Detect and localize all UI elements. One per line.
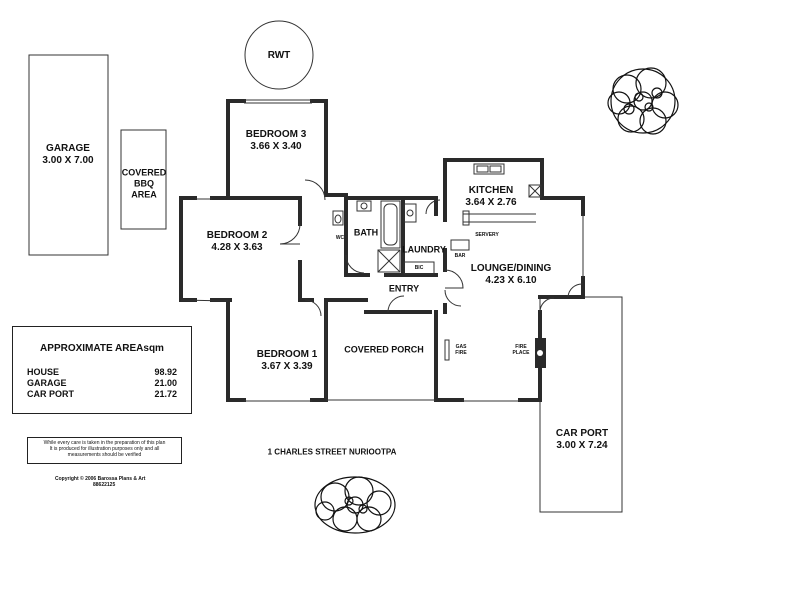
bic-label: BIC [414,265,424,271]
laundry-label: LAUNDRY [402,244,446,255]
rwt-tank [244,20,314,90]
area-row-label: GARAGE [27,378,67,388]
area-table: APPROXIMATE AREAsqm HOUSE 98.92 GARAGE 2… [12,326,192,414]
property-address: 1 CHARLES STREET NURIOOTPA [267,447,397,457]
disclaimer-line2: It is produced for illustration purposes… [49,446,160,452]
wc-label: WC [335,235,345,241]
bedroom2-name: BEDROOM 2 [206,230,268,241]
rwt-label: RWT [267,50,291,61]
area-table-title: APPROXIMATE AREAsqm [40,343,164,354]
lounge-name: LOUNGE/DINING [470,263,552,274]
bedroom1-name: BEDROOM 1 [256,349,318,360]
area-row-house: HOUSE 98.92 [27,367,177,377]
servery-label: SERVERY [475,232,499,238]
area-row-value: 21.72 [154,389,177,399]
covered-bbq-outline [120,129,167,230]
area-row-value: 98.92 [154,367,177,377]
bbq-line1: COVERED [121,167,167,178]
disclaimer-box: While every care is taken in the prepara… [27,437,182,464]
disclaimer-line1: While every care is taken in the prepara… [43,440,166,446]
bedroom2-label: BEDROOM 2 4.28 X 3.63 [207,230,268,254]
bath-label: BATH [353,227,379,238]
tree-icon [607,67,679,135]
bedroom1-label: BEDROOM 1 3.67 X 3.39 [257,349,318,373]
garage-name: GARAGE [46,143,90,154]
fire-place-label: FIRE PLACE [513,344,530,356]
copyright-text: Copyright © 2006 Barossa Plans & Art 886… [55,476,165,488]
bedroom3-name: BEDROOM 3 [245,129,307,140]
copyright-line2: 88622125 [93,482,116,488]
car-port-size: 3.00 X 7.24 [556,440,608,451]
copyright-line1: Copyright © 2006 Barossa Plans & Art [55,476,146,482]
area-row-garage: GARAGE 21.00 [27,378,177,388]
fireplace-grate [537,350,543,356]
fixtures [332,163,542,361]
fire-place-line1: FIRE [515,344,527,350]
area-row-label: HOUSE [27,367,60,377]
kitchen-name: KITCHEN [468,185,514,196]
door-swings [279,179,584,317]
kitchen-size: 3.64 X 2.76 [465,197,517,208]
bedroom3-size: 3.66 X 3.40 [250,141,302,152]
garage-label: GARAGE 3.00 X 7.00 [42,143,93,167]
bedroom1-size: 3.67 X 3.39 [261,361,313,372]
bar-label: BAR [454,253,466,259]
window-lines [180,99,584,402]
car-port-label: CAR PORT 3.00 X 7.24 [556,428,608,452]
fire-place-line2: PLACE [512,350,530,356]
disclaimer-line3: measurements should be verified [67,452,142,458]
garage-size: 3.00 X 7.00 [42,155,94,166]
garage-outline [28,54,109,256]
kitchen-label: KITCHEN 3.64 X 2.76 [465,185,516,209]
area-row-value: 21.00 [154,378,177,388]
tree-icon [314,476,396,534]
gas-fire-line1: GAS [455,344,467,350]
car-port-outline [539,296,623,513]
lounge-size: 4.23 X 6.10 [485,275,537,286]
entry-label: ENTRY [388,283,420,294]
covered-porch-label: COVERED PORCH [344,344,424,355]
house-walls [179,99,585,402]
car-port-name: CAR PORT [555,428,609,439]
gas-fire-line2: FIRE [455,350,467,356]
area-row-car-port: CAR PORT 21.72 [27,389,177,399]
covered-bbq-label: COVERED BBQ AREA [122,168,167,201]
lounge-dining-label: LOUNGE/DINING 4.23 X 6.10 [471,263,552,287]
bedroom2-size: 4.28 X 3.63 [211,242,263,253]
bedroom3-label: BEDROOM 3 3.66 X 3.40 [246,129,307,153]
gas-fire-label: GAS FIRE [455,344,466,356]
area-row-label: CAR PORT [27,389,74,399]
bbq-line2: BBQ [133,178,154,189]
bbq-line3: AREA [131,189,157,200]
